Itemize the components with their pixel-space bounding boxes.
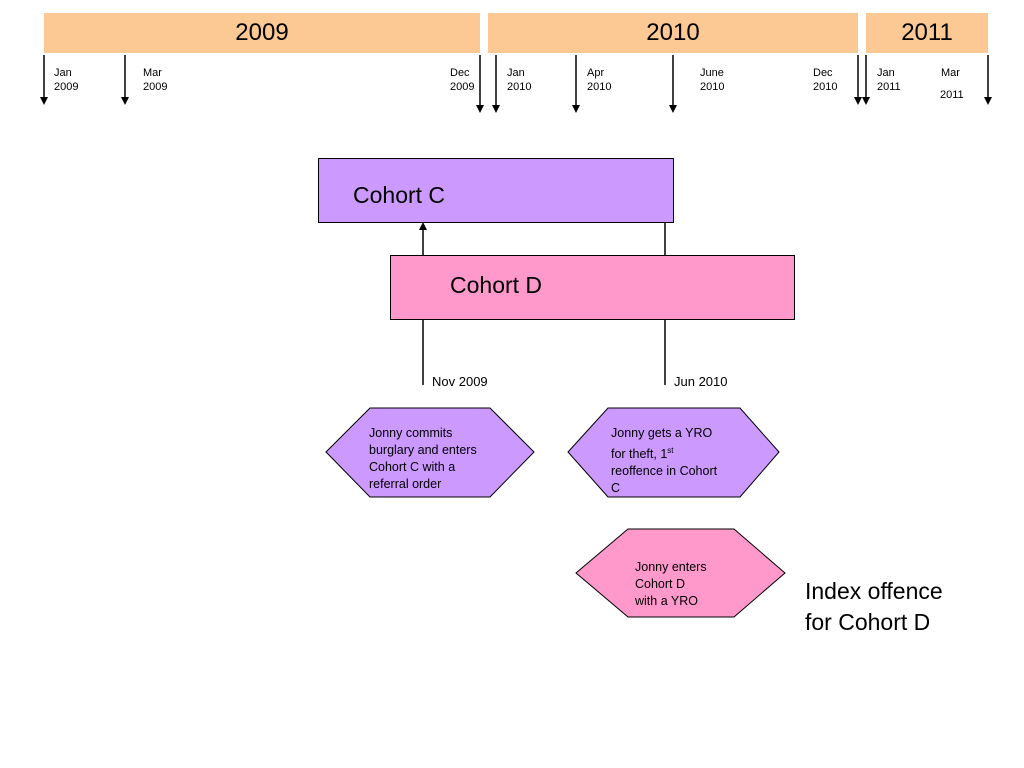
- event-line: burglary and enters: [369, 443, 477, 457]
- event-line: reoffence in Cohort: [611, 464, 718, 479]
- tick-label: Dec 2009: [450, 67, 475, 93]
- event-burglary-shape: [325, 407, 535, 498]
- event-line: Jonny gets a YRO: [611, 426, 713, 440]
- cohort-d-label: Cohort D: [450, 272, 543, 298]
- event-line: Cohort D: [635, 577, 686, 591]
- event-line: Jonny enters: [635, 560, 707, 574]
- jun-2010-label: Jun 2010: [674, 374, 728, 389]
- event-yro-theft-text: Jonny gets a YRO for theft, 1st reoffenc…: [611, 425, 717, 497]
- tick-label: 2011: [940, 89, 964, 101]
- cohort-d-box: Cohort D: [390, 255, 795, 320]
- event-line: for theft, 1st: [611, 446, 674, 462]
- event-burglary-text: Jonny commits burglary and enters Cohort…: [369, 425, 477, 493]
- year-bar-2010: 2010: [488, 13, 858, 53]
- index-offence-line: Index offence: [805, 578, 943, 604]
- index-offence-line: for Cohort D: [805, 609, 931, 635]
- year-label: 2009: [235, 19, 289, 46]
- event-enters-d-shape: [575, 528, 786, 618]
- cohort-c-box: Cohort C: [318, 158, 674, 223]
- year-label: 2010: [646, 19, 700, 46]
- nov-2009-label: Nov 2009: [432, 374, 488, 389]
- tick-label: Jan 2009: [54, 67, 79, 93]
- event-line: Jonny commits: [369, 426, 453, 440]
- event-line: C: [611, 481, 621, 496]
- event-line: referral order: [369, 477, 442, 491]
- event-line: with a YRO: [635, 594, 698, 608]
- index-offence-note: Index offence for Cohort D: [805, 576, 1005, 638]
- cohort-c-label: Cohort C: [353, 182, 446, 208]
- tick-label: Mar 2009: [143, 67, 168, 93]
- event-enters-d-text: Jonny enters Cohort D with a YRO: [635, 559, 707, 610]
- year-bar-2009: 2009: [44, 13, 480, 53]
- year-label: 2011: [901, 19, 953, 46]
- tick-label: June 2010: [700, 67, 725, 93]
- tick-label: Dec 2010: [813, 67, 838, 93]
- tick-label: Jan 2011: [877, 67, 901, 93]
- event-yro-theft-shape: [567, 407, 780, 498]
- year-bar-2011: 2011: [866, 13, 988, 53]
- event-line: Cohort C with a: [369, 460, 456, 474]
- tick-label: Apr 2010: [587, 67, 612, 93]
- tick-label: Mar: [941, 67, 960, 79]
- tick-label: Jan 2010: [507, 67, 532, 93]
